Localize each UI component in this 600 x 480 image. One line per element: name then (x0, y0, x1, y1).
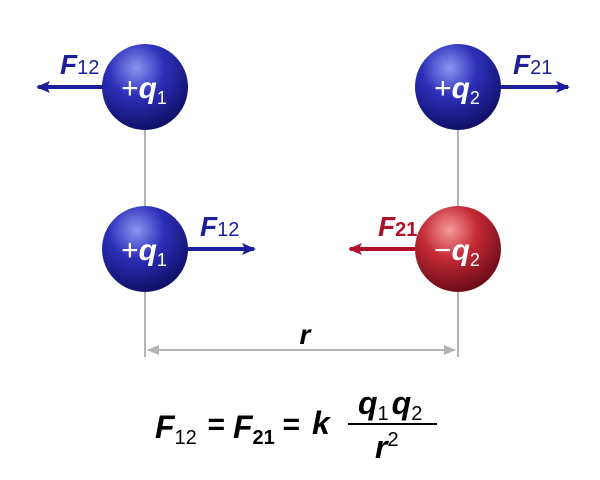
formula-numerator: q1q2 (358, 385, 422, 425)
formula-k: k (312, 405, 332, 441)
charge-label-bottom-left: +q1 (121, 234, 167, 270)
formula-middle: F21 (233, 409, 275, 449)
formula-denominator: r2 (375, 429, 399, 465)
charge-label-top-left: +q1 (121, 72, 167, 108)
charge-sphere-top-right (415, 44, 501, 130)
force-label-top-left: F12 (60, 49, 99, 80)
charge-sphere-top-left (102, 44, 188, 130)
coulomb-formula: F12 = F21 = k q1q2 r2 (155, 385, 437, 465)
force-label-bottom-left: F12 (200, 211, 239, 242)
charge-label-bottom-right: −q2 (434, 234, 480, 270)
formula-equals-2: = (282, 408, 300, 441)
formula-equals-1: = (207, 408, 225, 441)
charge-label-top-right: +q2 (434, 72, 480, 108)
charge-sphere-bottom-right (415, 206, 501, 292)
force-label-bottom-right: F21 (378, 211, 417, 242)
force-label-top-right: F21 (513, 49, 552, 80)
distance-label: r (300, 319, 313, 350)
charge-sphere-bottom-left (102, 206, 188, 292)
formula-lhs: F12 (155, 409, 197, 449)
